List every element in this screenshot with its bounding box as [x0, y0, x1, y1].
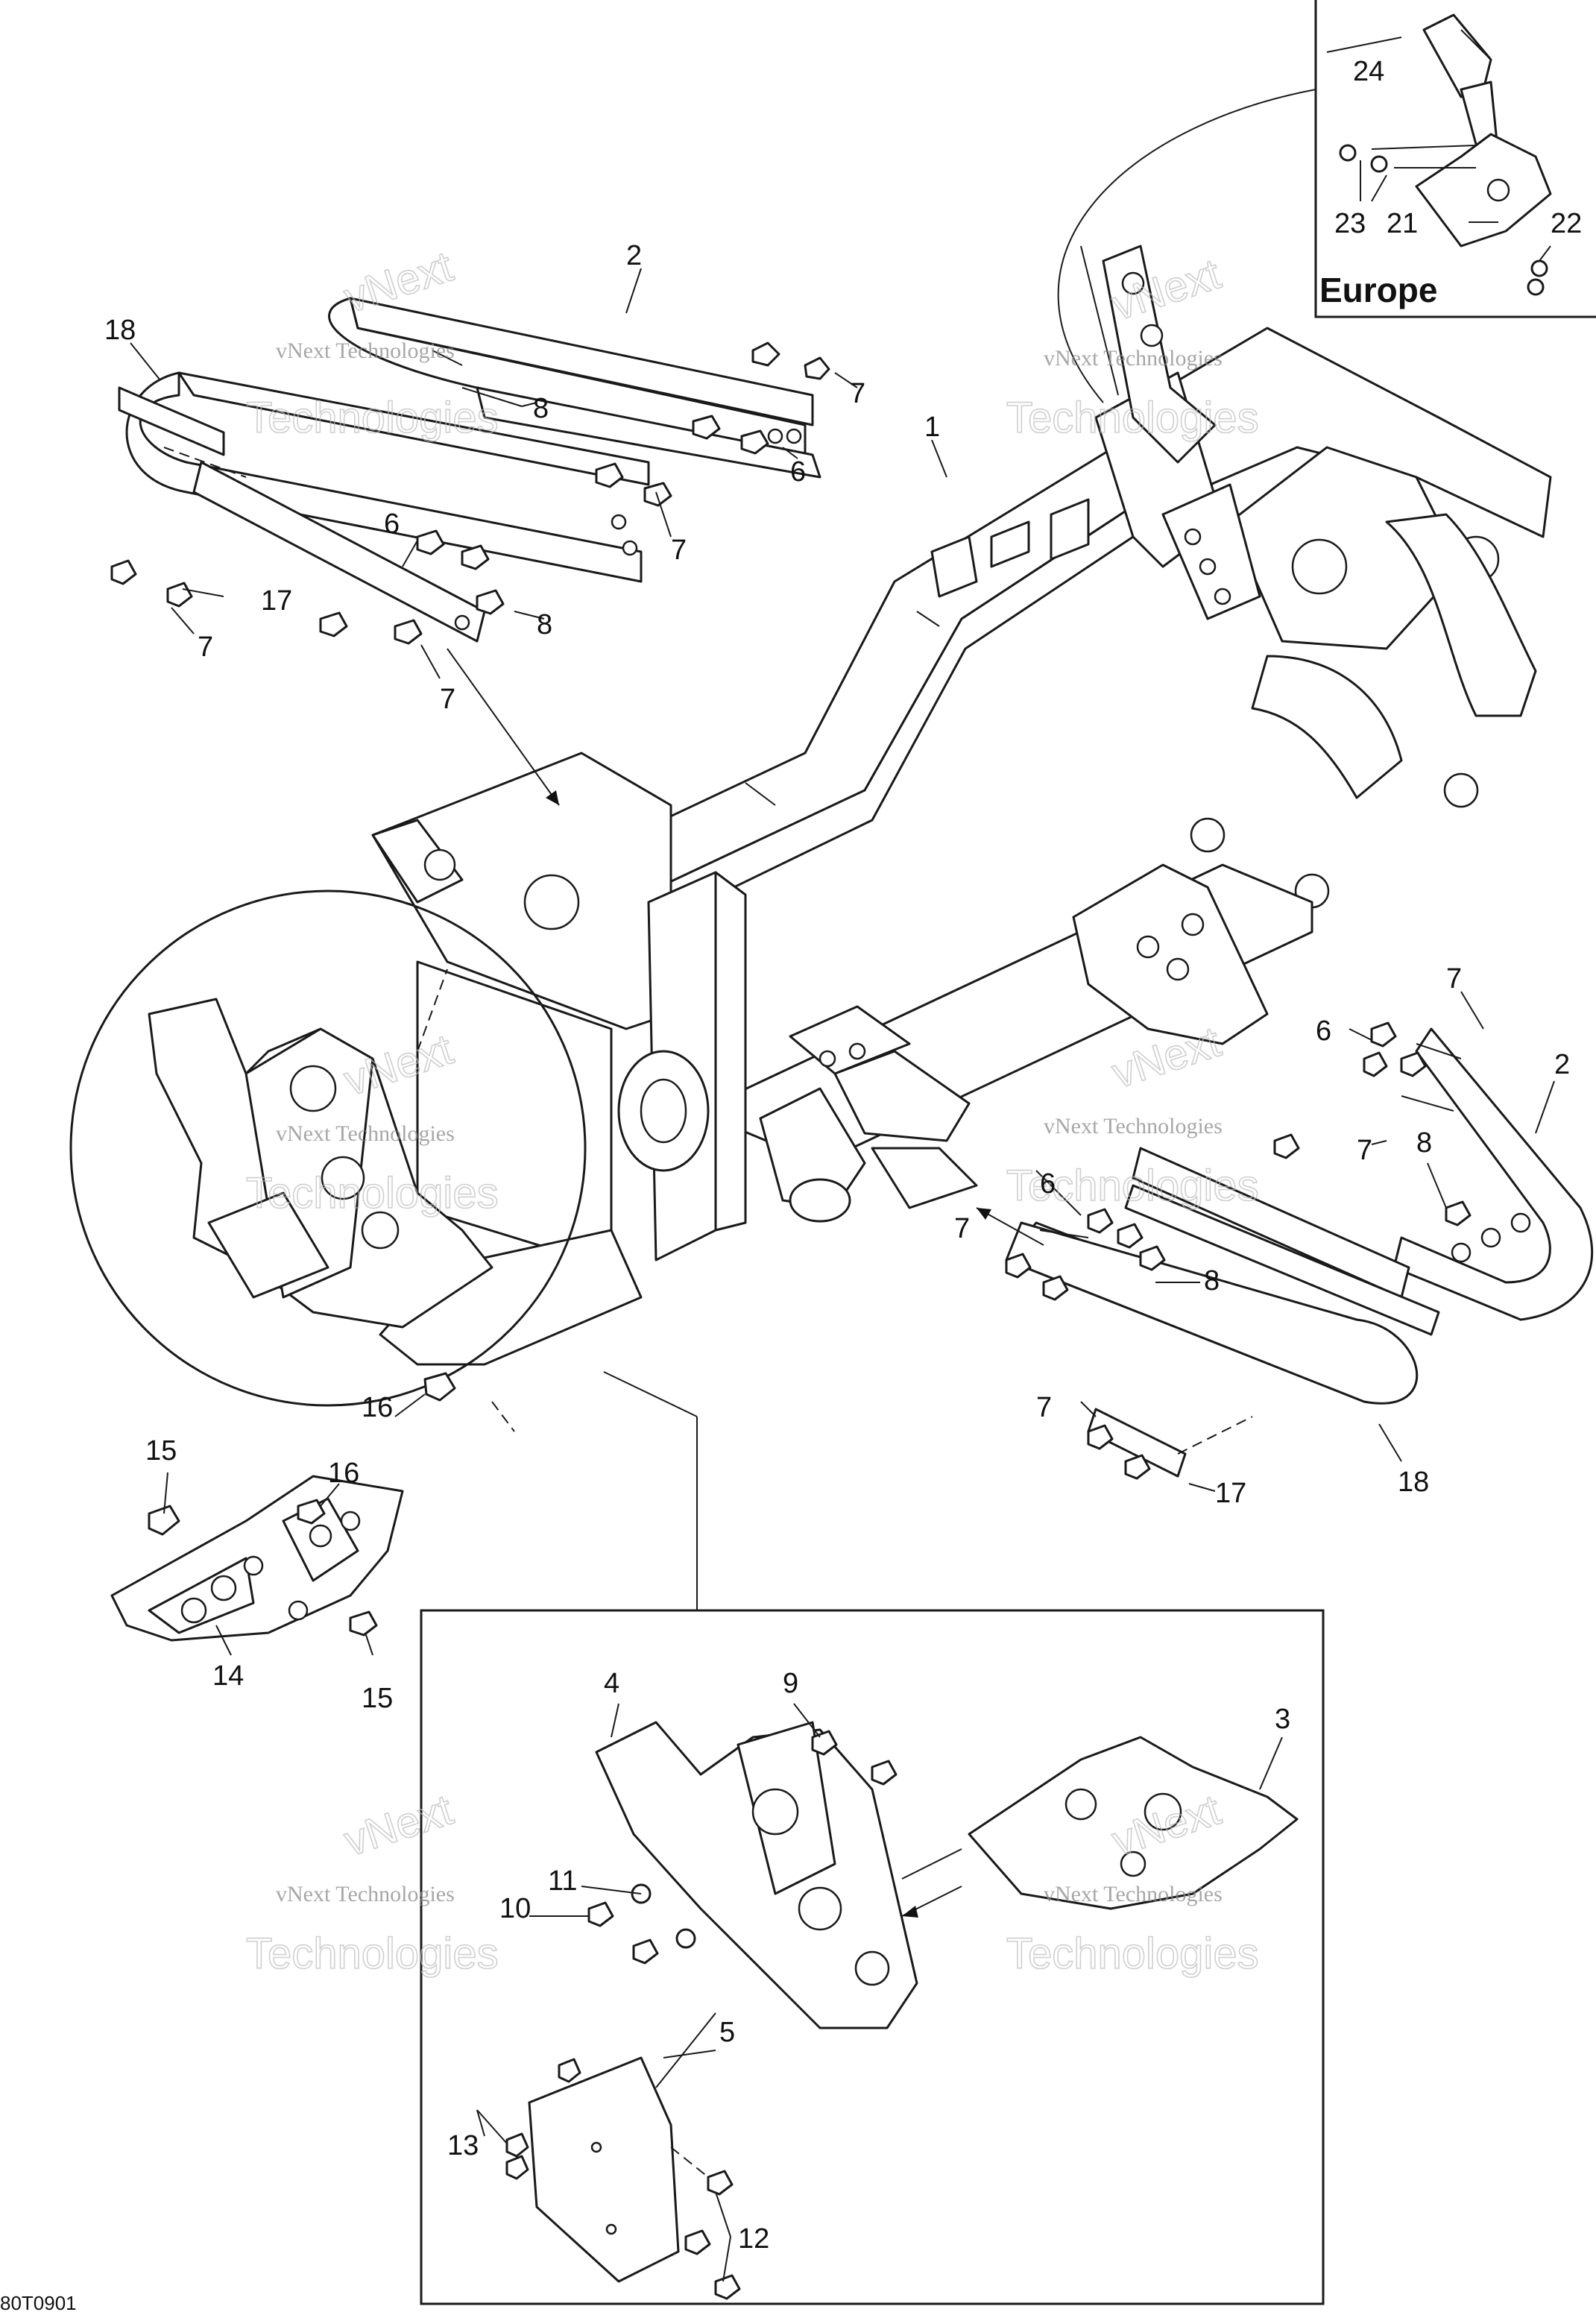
callout-7: 7 — [850, 378, 865, 409]
callout-5: 5 — [719, 2017, 735, 2048]
front-skid-bracket-14 — [110, 1372, 515, 1642]
callout-8: 8 — [1204, 1265, 1220, 1297]
front-rack-18 — [1005, 1184, 1440, 1405]
watermark-badge: vNext — [338, 1786, 458, 1866]
bracket-17-left — [118, 386, 247, 478]
assembly-arrows — [447, 245, 1119, 1918]
callout-22: 22 — [1551, 208, 1582, 239]
callout-17: 17 — [1215, 1478, 1246, 1509]
watermark-text-outline: Technologies — [246, 1169, 499, 1218]
callout-2: 2 — [1554, 1049, 1570, 1080]
callout-16: 16 — [362, 1392, 393, 1423]
callout-3: 3 — [1275, 1704, 1290, 1735]
callout-9: 9 — [783, 1668, 798, 1699]
europe-label: Europe — [1319, 271, 1437, 309]
watermark-2: vNext Technologies Technologies vNext — [1006, 249, 1259, 443]
callout-16: 16 — [328, 1458, 359, 1489]
callout-7: 7 — [671, 535, 687, 566]
main-frame — [371, 245, 1552, 1366]
front-rack-2 — [1132, 1027, 1594, 1321]
callout-23: 23 — [1334, 208, 1366, 239]
watermark-text: vNext Technologies — [276, 338, 455, 363]
callout-7: 7 — [1357, 1135, 1372, 1166]
callout-7: 7 — [954, 1213, 970, 1244]
callout-6: 6 — [1316, 1015, 1331, 1047]
watermark-text-outline: Technologies — [1006, 1162, 1259, 1210]
callout-7: 7 — [198, 631, 213, 663]
callout-1: 1 — [924, 412, 940, 443]
callout-10: 10 — [499, 1893, 531, 1924]
inset-box — [420, 1371, 1325, 2305]
watermark-3: vNext Technologies Technologies vNext — [245, 1024, 499, 1218]
callout-6: 6 — [1040, 1168, 1056, 1200]
watermark-text: vNext Technologies — [276, 1121, 455, 1146]
fastener-group-top-left — [110, 341, 830, 645]
callout-6: 6 — [790, 456, 806, 488]
callout-15: 15 — [145, 1435, 177, 1467]
callout-labels: 1 2 2 3 4 5 6 6 6 6 7 7 7 7 7 7 7 7 8 8 … — [0, 56, 1582, 2314]
callout-14: 14 — [212, 1660, 244, 1692]
watermark-text: vNext Technologies — [1044, 1114, 1223, 1138]
callout-21: 21 — [1387, 208, 1418, 239]
callout-4: 4 — [604, 1668, 619, 1699]
watermark-text-outline: Technologies — [1006, 1930, 1259, 1978]
callout-17: 17 — [261, 585, 292, 617]
lower-rack-18 — [125, 371, 650, 643]
callout-8: 8 — [1416, 1127, 1432, 1159]
callout-24: 24 — [1353, 56, 1384, 87]
watermark-text-outline: Technologies — [1006, 394, 1259, 442]
watermark-text-outline: Technologies — [246, 1930, 499, 1978]
callout-18: 18 — [1398, 1467, 1429, 1498]
callout-11: 11 — [548, 1865, 577, 1897]
callout-7: 7 — [440, 684, 455, 715]
detail-circle — [69, 889, 587, 1407]
callout-2: 2 — [626, 240, 642, 271]
watermark-text: vNext Technologies — [1044, 1882, 1223, 1906]
leader-lines — [130, 29, 1555, 2282]
diagram-code: 80T0901 — [0, 2292, 77, 2314]
callout-15: 15 — [362, 1683, 393, 1714]
callout-18: 18 — [104, 315, 136, 346]
upper-rack-2 — [328, 297, 821, 479]
callout-8: 8 — [537, 609, 552, 640]
callout-6: 6 — [384, 508, 400, 540]
watermark-text: vNext Technologies — [1044, 346, 1223, 371]
fastener-group-front-right — [1005, 1021, 1472, 1480]
bracket-17-right — [1087, 1408, 1253, 1478]
europe-inset — [1057, 0, 1596, 403]
callout-7: 7 — [1036, 1392, 1052, 1423]
callout-7: 7 — [1446, 963, 1462, 995]
watermark-text-outline: Technologies — [246, 394, 499, 442]
watermark-5: vNext Technologies Technologies vNext — [245, 1785, 499, 1979]
watermark-text: vNext Technologies — [276, 1882, 455, 1906]
callout-12: 12 — [738, 2223, 769, 2255]
callout-13: 13 — [447, 2130, 479, 2161]
callout-8: 8 — [533, 393, 549, 424]
